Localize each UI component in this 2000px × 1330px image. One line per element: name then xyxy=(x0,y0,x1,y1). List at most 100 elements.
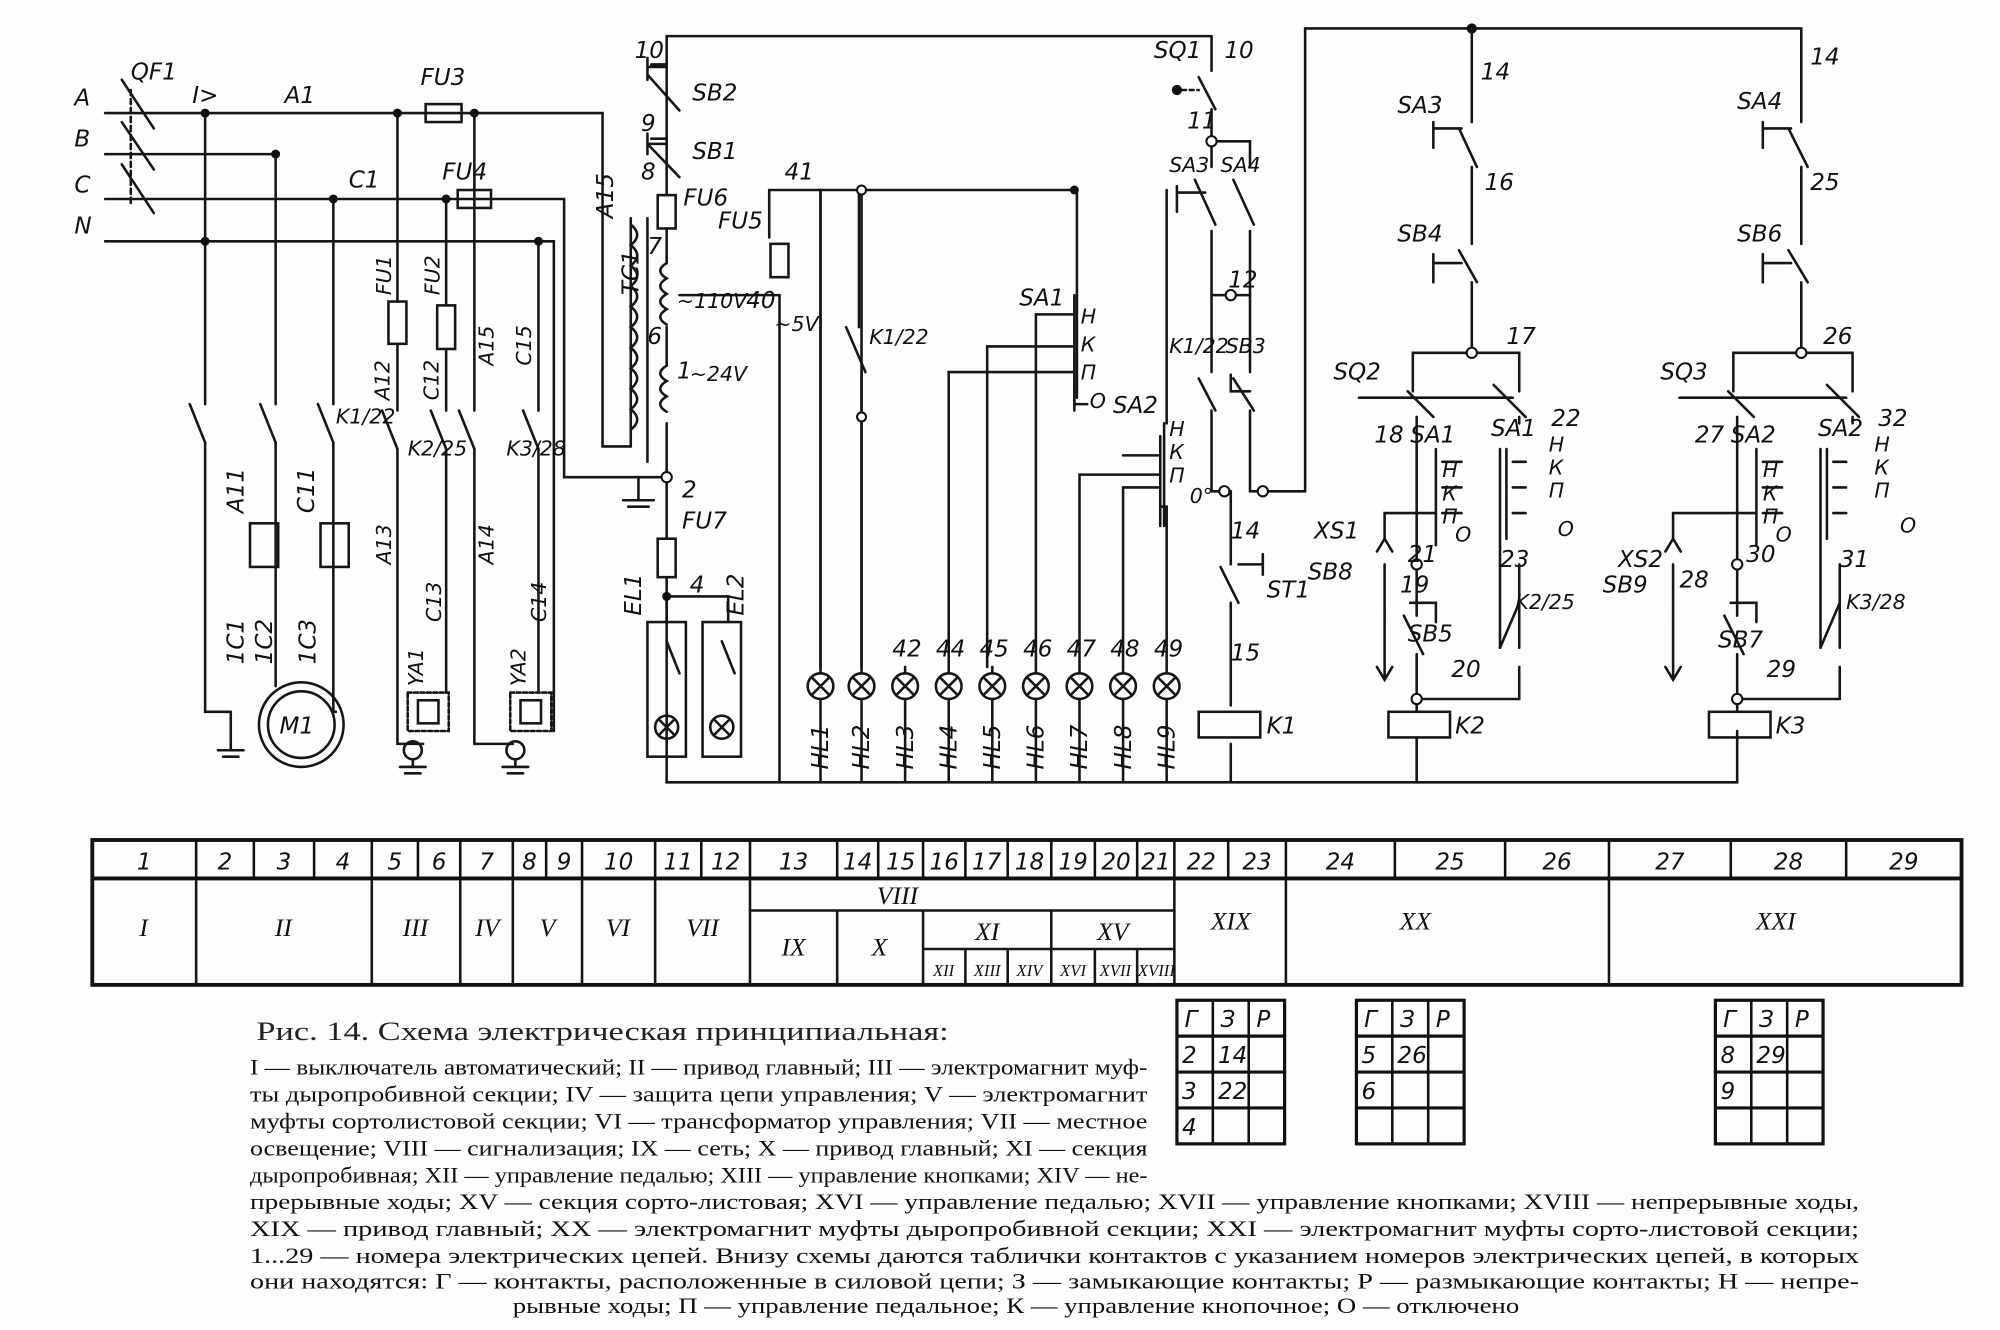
wire-number: 20 xyxy=(1451,657,1480,683)
sq2-switch-icon xyxy=(1357,383,1527,419)
contact-table-header: Р xyxy=(1795,1007,1809,1033)
qf1-label: QF1 xyxy=(131,60,177,86)
sa1-label: SA1 xyxy=(1491,416,1536,442)
sb2-button-icon xyxy=(646,56,681,117)
contact-table-cell: 3 xyxy=(1182,1079,1197,1105)
signal-lamp-icon xyxy=(934,672,963,701)
ground-icon xyxy=(621,475,656,508)
contact-table-header: Г xyxy=(1185,1007,1200,1033)
k1-coil-icon xyxy=(1197,710,1262,739)
circuit-number: 1 xyxy=(137,849,152,875)
zone-label: X xyxy=(871,932,889,961)
circuit-number: 14 xyxy=(843,849,872,875)
sa3-label: SA3 xyxy=(1169,153,1209,177)
zone-label: IX xyxy=(780,932,807,961)
lamp-label: HL5 xyxy=(980,725,1006,770)
contact-table-cell: 6 xyxy=(1362,1079,1377,1105)
caption-line: дыропробивная; XII — управление педалью;… xyxy=(250,1163,1147,1187)
fu2-fuse-icon xyxy=(435,304,457,351)
wire-number: 15 xyxy=(1231,641,1260,667)
sa1-position: П xyxy=(1081,361,1096,385)
wire-number: 10 xyxy=(1224,38,1253,64)
signal-lamp-icon xyxy=(1152,672,1181,701)
sq1-actuator xyxy=(1171,84,1183,96)
wire-number: 16 xyxy=(1485,170,1514,196)
caption-line: XIX — привод главный; XX — электромагнит… xyxy=(250,1217,1859,1241)
lamp-label: HL1 xyxy=(808,725,834,770)
fu4-label: FU4 xyxy=(442,160,487,186)
caption-title: Рис. 14. Схема электрическая принципиаль… xyxy=(256,1016,948,1046)
circuit-number: 9 xyxy=(557,849,572,875)
fu1-label: FU1 xyxy=(372,255,396,295)
secondary-110v-coil xyxy=(659,261,670,326)
circuit-number: 6 xyxy=(432,849,447,875)
caption-line: освещение; VIII — сигнализация; IX — сет… xyxy=(250,1136,1147,1160)
sb4-button-icon xyxy=(1432,248,1479,284)
contact-ref: K3/28 xyxy=(506,436,565,460)
caption-line: прерывные ходы; XV — секция сорто-листов… xyxy=(250,1190,1859,1214)
wire-number: 25 xyxy=(1810,170,1839,196)
sa1-position: Н xyxy=(1549,433,1564,457)
wire-number: 6 xyxy=(647,324,662,350)
ground-icon xyxy=(501,757,530,775)
sb5-button-icon xyxy=(1402,601,1438,656)
sa1-off xyxy=(1073,383,1089,406)
k1-label: K1 xyxy=(1267,714,1297,740)
circuit-number: 19 xyxy=(1058,849,1087,875)
circuit-number: 17 xyxy=(972,849,1002,875)
phase-label: A xyxy=(72,85,90,111)
fu7-fuse-icon xyxy=(656,537,677,579)
motor-inner-ring xyxy=(266,690,336,760)
sa3-sa4-switch-icon xyxy=(1175,178,1256,226)
wire-number: 1 xyxy=(677,358,692,384)
control-supply xyxy=(621,34,1739,784)
motor-icon xyxy=(257,681,345,769)
wire-label: C1 xyxy=(349,167,380,193)
ya2-wire-a xyxy=(473,111,515,746)
wire-number: 40 xyxy=(746,288,775,314)
sa4-label: SA4 xyxy=(1221,153,1261,177)
sa1-position: К xyxy=(1442,481,1458,505)
wire-label: 1C1 xyxy=(224,619,250,664)
sb9-label: SB9 xyxy=(1603,573,1648,599)
k2-wire-top xyxy=(1411,27,1521,393)
k2-wire-mid xyxy=(1415,415,1521,649)
sa1-position: Н xyxy=(1081,304,1096,328)
sq1-limit-switch-icon xyxy=(1197,75,1217,111)
wire-number: 26 xyxy=(1823,324,1852,350)
k2-label: K2 xyxy=(1455,714,1485,740)
sq1-label: SQ1 xyxy=(1154,38,1201,64)
sb6-button-icon xyxy=(1761,248,1809,284)
wire-number: 11 xyxy=(1187,108,1216,134)
sa2-position: К xyxy=(1763,481,1779,505)
wire-number: 21 xyxy=(1408,542,1437,568)
contact-table-header: Р xyxy=(1256,1007,1270,1033)
sa1-contact-marks xyxy=(1441,460,1527,515)
fu6-fuse-icon xyxy=(656,193,677,230)
sa1-position: O xyxy=(1090,389,1106,413)
wire-label: A15 xyxy=(593,173,619,220)
sa1-position: O xyxy=(1455,522,1471,546)
current-relay-c-icon xyxy=(319,522,350,569)
power-circuit xyxy=(103,78,640,775)
sa1-position: П xyxy=(1442,504,1457,528)
sb7-button-icon xyxy=(1723,601,1758,656)
zone-label: III xyxy=(402,913,430,942)
contact-ref: K3/28 xyxy=(1846,590,1905,614)
wire-number: 46 xyxy=(1023,637,1052,663)
lamp-label: HL2 xyxy=(849,725,875,770)
caption-line: 1...29 — номера электрических цепей. Вни… xyxy=(250,1244,1859,1268)
signal-supply-wire xyxy=(678,188,1079,784)
sa2-selector-contacts xyxy=(1755,447,1829,547)
sb8-label: SB8 xyxy=(1308,560,1353,586)
contact-ref: K1/22 xyxy=(336,404,395,428)
sa2-label: SA2 xyxy=(1731,423,1776,449)
wire-number: 8 xyxy=(641,160,656,186)
zone-label: V xyxy=(540,913,559,942)
contact-table-cell: 29 xyxy=(1756,1043,1785,1069)
wire-number: 10 xyxy=(635,38,664,64)
wire-number: 17 xyxy=(1506,324,1536,350)
wire-number: 30 xyxy=(1746,542,1775,568)
wire-label: C14 xyxy=(527,582,551,622)
